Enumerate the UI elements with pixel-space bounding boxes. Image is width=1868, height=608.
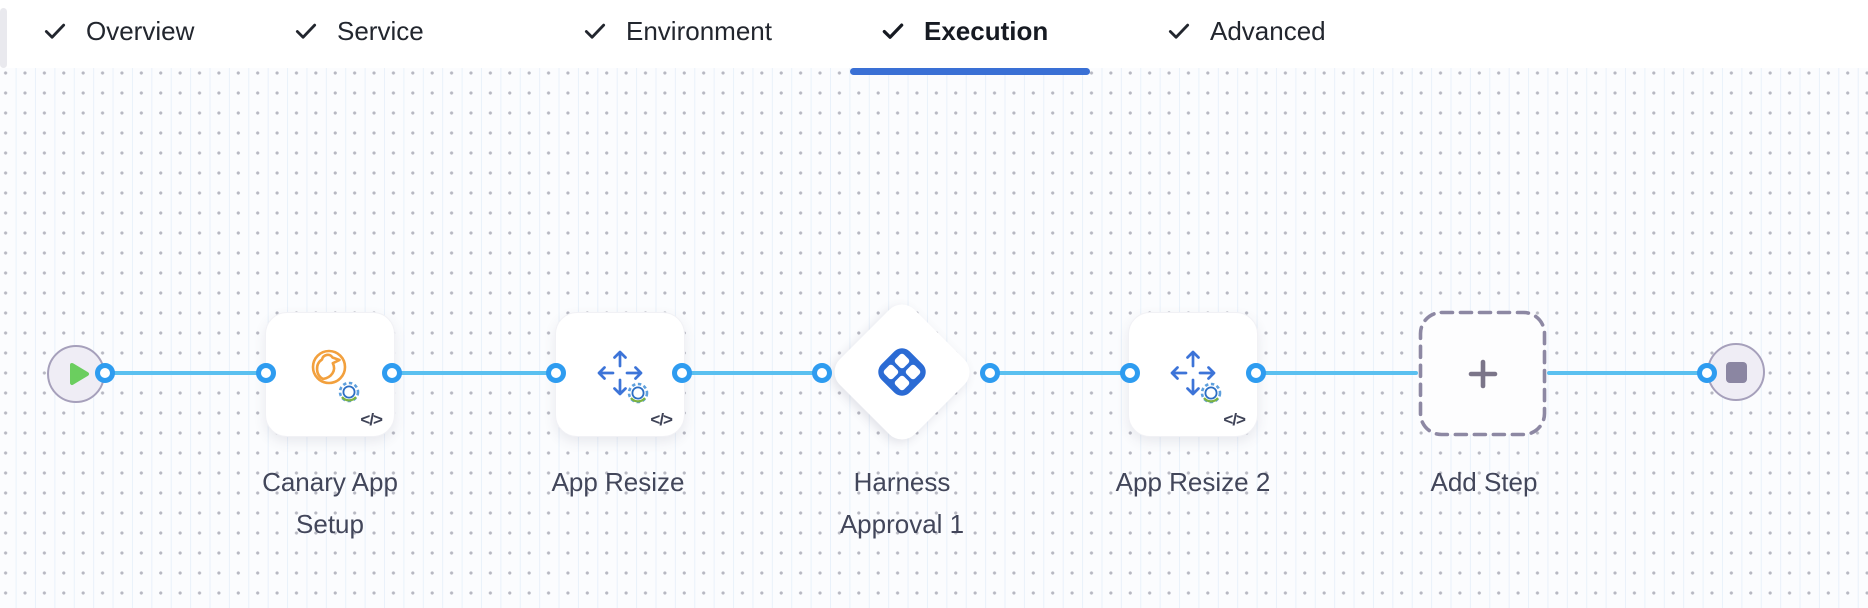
canary-icon (311, 349, 347, 385)
tab-overview[interactable]: Overview (42, 0, 194, 62)
port[interactable] (95, 363, 115, 383)
code-badge-icon: </> (1223, 410, 1246, 429)
stage-config-tabbar: Overview Service Environment Execution A… (0, 0, 1868, 68)
code-badge-icon: </> (360, 410, 383, 429)
gear-icon (627, 382, 649, 404)
tab-service[interactable]: Service (293, 0, 424, 62)
code-badge-icon: </> (650, 410, 673, 429)
check-icon (44, 23, 66, 39)
port[interactable] (1697, 363, 1717, 383)
tab-label: Environment (626, 15, 772, 46)
add-step-button[interactable] (1418, 310, 1547, 437)
port[interactable] (546, 363, 566, 383)
node-label: Harness Approval 1 (839, 467, 965, 539)
plus-icon (1468, 359, 1497, 388)
gear-icon (1200, 382, 1222, 404)
node-app-resize-2[interactable]: </> (1128, 312, 1258, 437)
edge-connector (990, 371, 1130, 375)
tab-execution[interactable]: Execution (880, 0, 1048, 62)
node-app-resize[interactable]: </> (555, 312, 685, 437)
edge-connector (1547, 371, 1707, 375)
edge-connector (105, 371, 266, 375)
node-label: App Resize (551, 467, 685, 497)
tab-environment[interactable]: Environment (582, 0, 772, 62)
edge-connector (682, 371, 822, 375)
port[interactable] (980, 363, 1000, 383)
tab-advanced[interactable]: Advanced (1166, 0, 1326, 62)
tab-label: Overview (86, 15, 195, 46)
check-icon (584, 23, 606, 39)
port[interactable] (672, 363, 692, 383)
node-label: App Resize 2 (1115, 467, 1271, 497)
port[interactable] (382, 363, 402, 383)
tab-label: Service (337, 15, 424, 46)
check-icon (1168, 23, 1190, 39)
edge-connector (392, 371, 556, 375)
pipeline-canvas[interactable]: </> </> (0, 68, 1868, 608)
node-harness-approval-1[interactable] (827, 297, 977, 447)
port[interactable] (1246, 363, 1266, 383)
tab-label: Execution (924, 15, 1049, 46)
node-canary-app-setup[interactable]: </> (265, 312, 395, 437)
left-edge-scrollbar (0, 8, 7, 68)
tab-label: Advanced (1210, 15, 1326, 46)
port[interactable] (1120, 363, 1140, 383)
node-label: Add Step (1430, 467, 1538, 497)
edge-connector (1256, 371, 1418, 375)
play-icon (69, 363, 89, 385)
node-label: Canary App Setup (262, 467, 398, 539)
resize-arrows-icon (597, 350, 643, 396)
stop-icon (1725, 361, 1747, 383)
gear-icon (338, 381, 360, 403)
resize-arrows-icon (1170, 350, 1216, 396)
check-icon (295, 23, 317, 39)
active-tab-underline (850, 68, 1090, 75)
check-icon (882, 23, 904, 39)
port[interactable] (812, 363, 832, 383)
port[interactable] (256, 363, 276, 383)
